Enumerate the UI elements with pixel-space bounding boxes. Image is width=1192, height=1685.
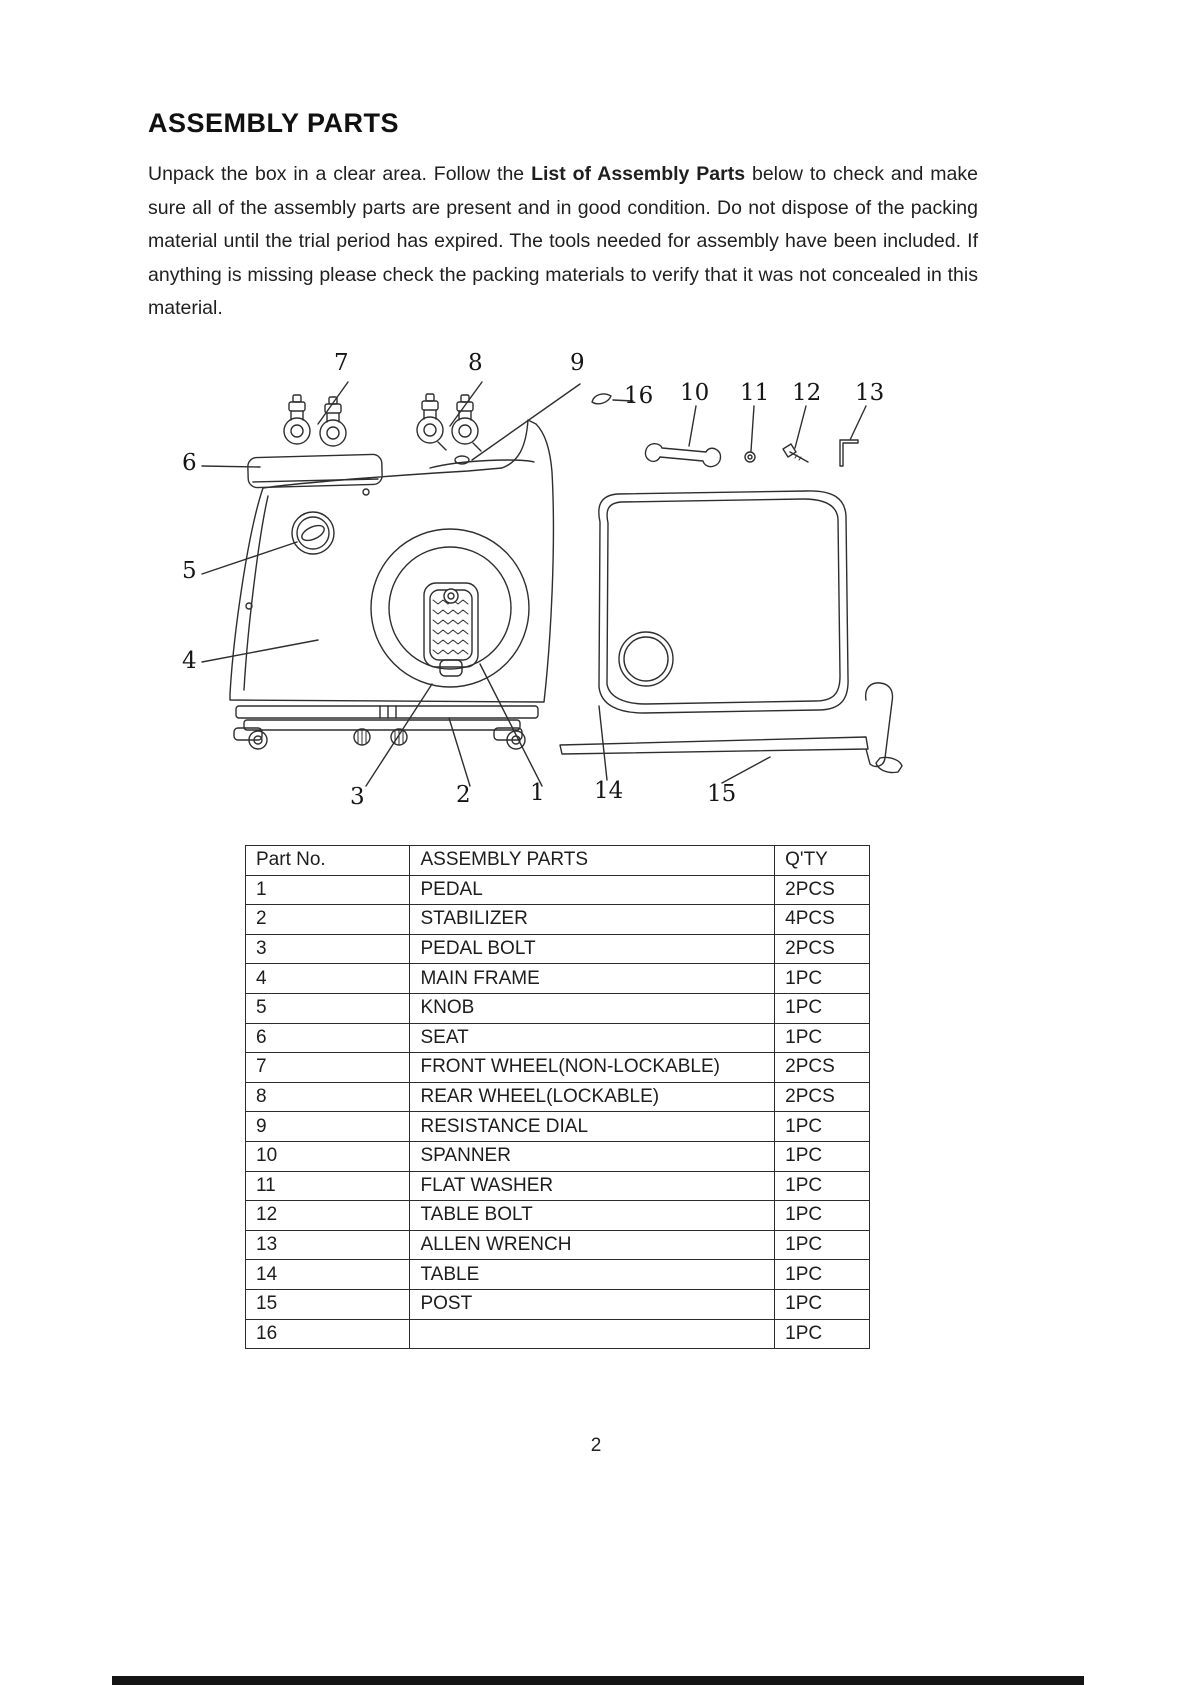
part-name-cell: FLAT WASHER <box>409 1170 776 1202</box>
part-no-cell: 8 <box>244 1081 411 1113</box>
intro-paragraph: Unpack the box in a clear area. Follow t… <box>148 158 978 326</box>
table-row: 5 KNOB 1PC <box>244 992 870 1024</box>
part-no-cell: 1 <box>244 874 411 906</box>
part-no-cell: 2 <box>244 904 411 935</box>
part-qty-cell: 2PCS <box>774 1081 870 1113</box>
table-row: 14 TABLE 1PC <box>244 1259 870 1290</box>
part-name-cell: SEAT <box>409 1022 776 1054</box>
callout-9: 9 <box>570 350 585 376</box>
callout-5: 5 <box>182 558 197 584</box>
part-name-cell <box>409 1318 776 1350</box>
part-name-cell: SPANNER <box>409 1140 776 1172</box>
callout-4: 4 <box>182 648 197 674</box>
table-row: 12 TABLE BOLT 1PC <box>244 1200 870 1231</box>
part-qty-cell: 2PCS <box>774 874 870 906</box>
table-row: 16 1PC <box>244 1318 870 1350</box>
part-qty-cell: 2PCS <box>774 1052 870 1083</box>
part-no-cell: 9 <box>244 1111 411 1142</box>
parts-table-body: 1 PEDAL 2PCS 2 STABILIZER 4PCS 3 PEDAL B… <box>244 874 870 1350</box>
callout-10: 10 <box>680 380 710 406</box>
table-row: 7 FRONT WHEEL(NON-LOCKABLE) 2PCS <box>244 1052 870 1083</box>
table-row: 15 POST 1PC <box>244 1288 870 1320</box>
part-qty-cell: 1PC <box>774 1022 870 1054</box>
part-no-cell: 12 <box>244 1200 411 1231</box>
parts-table: Part No. ASSEMBLY PARTS Q'TY 1 PEDAL 2PC… <box>244 845 870 1350</box>
callout-6: 6 <box>182 450 197 476</box>
col-header-qty: Q'TY <box>774 845 870 876</box>
part-name-cell: TABLE BOLT <box>409 1200 776 1231</box>
part-no-cell: 14 <box>244 1259 411 1290</box>
callout-2: 2 <box>456 782 471 808</box>
table-row: 11 FLAT WASHER 1PC <box>244 1170 870 1202</box>
part-name-cell: PEDAL BOLT <box>409 933 776 965</box>
scan-edge-bar <box>112 1676 1084 1685</box>
part-qty-cell: 1PC <box>774 1229 870 1261</box>
part-qty-cell: 2PCS <box>774 933 870 965</box>
table-row: 4 MAIN FRAME 1PC <box>244 963 870 994</box>
part-no-cell: 11 <box>244 1170 411 1202</box>
part-no-cell: 4 <box>244 963 411 994</box>
callout-16: 16 <box>624 383 654 409</box>
callout-12: 12 <box>792 380 822 406</box>
part-qty-cell: 1PC <box>774 1140 870 1172</box>
part-name-cell: RESISTANCE DIAL <box>409 1111 776 1142</box>
part-qty-cell: 1PC <box>774 1111 870 1142</box>
table-row: 2 STABILIZER 4PCS <box>244 904 870 935</box>
part-no-cell: 10 <box>244 1140 411 1172</box>
part-qty-cell: 1PC <box>774 1259 870 1290</box>
intro-text-before: Unpack the box in a clear area. Follow t… <box>148 163 532 185</box>
part-qty-cell: 1PC <box>774 1288 870 1320</box>
table-row: 8 REAR WHEEL(LOCKABLE) 2PCS <box>244 1081 870 1113</box>
part-no-cell: 5 <box>244 992 411 1024</box>
page-title: ASSEMBLY PARTS <box>148 108 400 138</box>
page-number: 2 <box>590 1435 602 1456</box>
table-row: 10 SPANNER 1PC <box>244 1140 870 1172</box>
part-qty-cell: 1PC <box>774 1200 870 1231</box>
part-name-cell: STABILIZER <box>409 904 776 935</box>
bike-line-art <box>201 381 903 787</box>
table-header-row: Part No. ASSEMBLY PARTS Q'TY <box>244 845 870 876</box>
table-row: 3 PEDAL BOLT 2PCS <box>244 933 870 965</box>
part-no-cell: 7 <box>244 1052 411 1083</box>
part-qty-cell: 1PC <box>774 1318 870 1350</box>
callout-1: 1 <box>530 780 545 806</box>
part-name-cell: POST <box>409 1288 776 1320</box>
callout-7: 7 <box>334 350 349 376</box>
intro-text-after: below to check and make sure all of the … <box>148 163 978 319</box>
intro-text-bold: List of Assembly Parts <box>531 163 746 185</box>
part-name-cell: FRONT WHEEL(NON-LOCKABLE) <box>409 1052 776 1083</box>
part-qty-cell: 4PCS <box>774 904 870 935</box>
part-name-cell: TABLE <box>409 1259 776 1290</box>
col-header-name: ASSEMBLY PARTS <box>409 845 776 876</box>
part-no-cell: 15 <box>244 1288 411 1320</box>
callout-13: 13 <box>855 380 885 406</box>
col-header-part-no: Part No. <box>244 845 411 876</box>
part-qty-cell: 1PC <box>774 992 870 1024</box>
table-row: 13 ALLEN WRENCH 1PC <box>244 1229 870 1261</box>
callout-3: 3 <box>350 784 365 810</box>
part-no-cell: 16 <box>244 1318 411 1350</box>
callout-15: 15 <box>707 781 737 807</box>
part-qty-cell: 1PC <box>774 1170 870 1202</box>
part-name-cell: ALLEN WRENCH <box>409 1229 776 1261</box>
part-name-cell: REAR WHEEL(LOCKABLE) <box>409 1081 776 1113</box>
callout-8: 8 <box>468 350 483 376</box>
part-name-cell: MAIN FRAME <box>409 963 776 994</box>
table-row: 6 SEAT 1PC <box>244 1022 870 1054</box>
callout-11: 11 <box>740 380 770 406</box>
part-no-cell: 13 <box>244 1229 411 1261</box>
part-qty-cell: 1PC <box>774 963 870 994</box>
part-no-cell: 3 <box>244 933 411 965</box>
table-row: 1 PEDAL 2PCS <box>244 874 870 906</box>
part-name-cell: PEDAL <box>409 874 776 906</box>
callout-14: 14 <box>594 778 624 804</box>
table-row: 9 RESISTANCE DIAL 1PC <box>244 1111 870 1142</box>
part-no-cell: 6 <box>244 1022 411 1054</box>
part-name-cell: KNOB <box>409 992 776 1024</box>
